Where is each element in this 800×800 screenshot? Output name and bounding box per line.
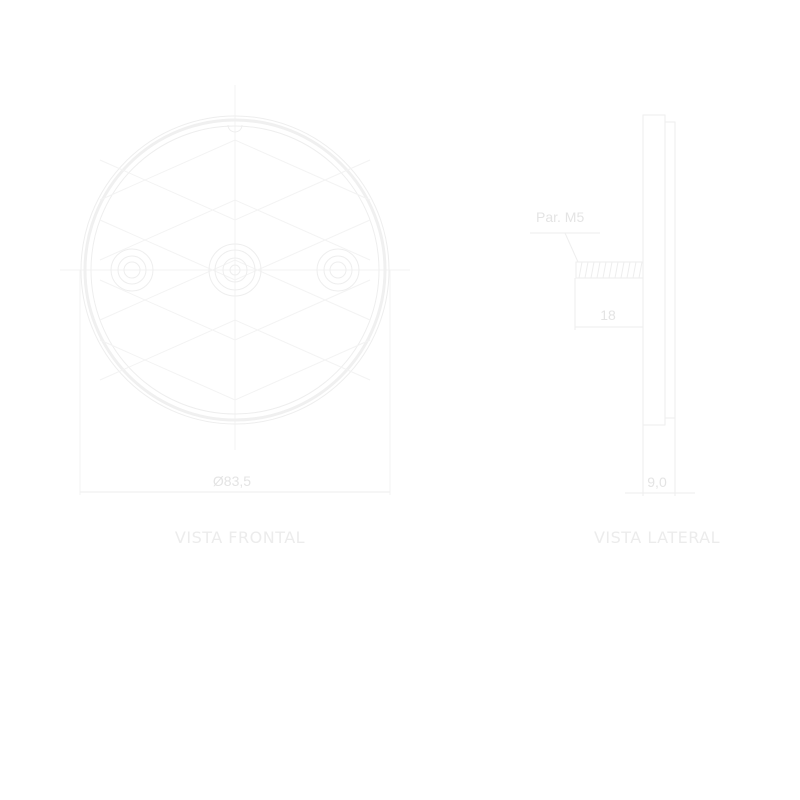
front-view: Ø83,5 VISTA FRONTAL <box>60 85 410 547</box>
side-view: Par. M5 18 9,0 VISTA LATERAL <box>530 114 720 547</box>
right-hole <box>316 248 360 292</box>
thread-label: Par. M5 <box>536 209 584 225</box>
outer-edge <box>80 115 390 425</box>
center-hub <box>208 243 262 297</box>
disc-rim <box>664 121 676 419</box>
thread-length-label: 18 <box>600 307 616 323</box>
thread <box>575 261 644 279</box>
left-hole <box>110 248 154 292</box>
side-view-title: VISTA LATERAL <box>594 528 720 547</box>
disc-body <box>642 114 666 426</box>
thickness-label: 9,0 <box>647 474 667 490</box>
diameter-label: Ø83,5 <box>213 473 251 489</box>
diamond-pattern <box>99 139 371 401</box>
front-view-title: VISTA FRONTAL <box>175 528 305 547</box>
top-notch <box>227 124 243 133</box>
diameter-dimension <box>79 270 391 495</box>
thread-length-dimension <box>574 278 643 330</box>
outer-rim <box>83 118 387 422</box>
inner-edge <box>90 125 380 415</box>
thickness-dimension <box>625 418 695 496</box>
thread-leader <box>530 232 600 263</box>
